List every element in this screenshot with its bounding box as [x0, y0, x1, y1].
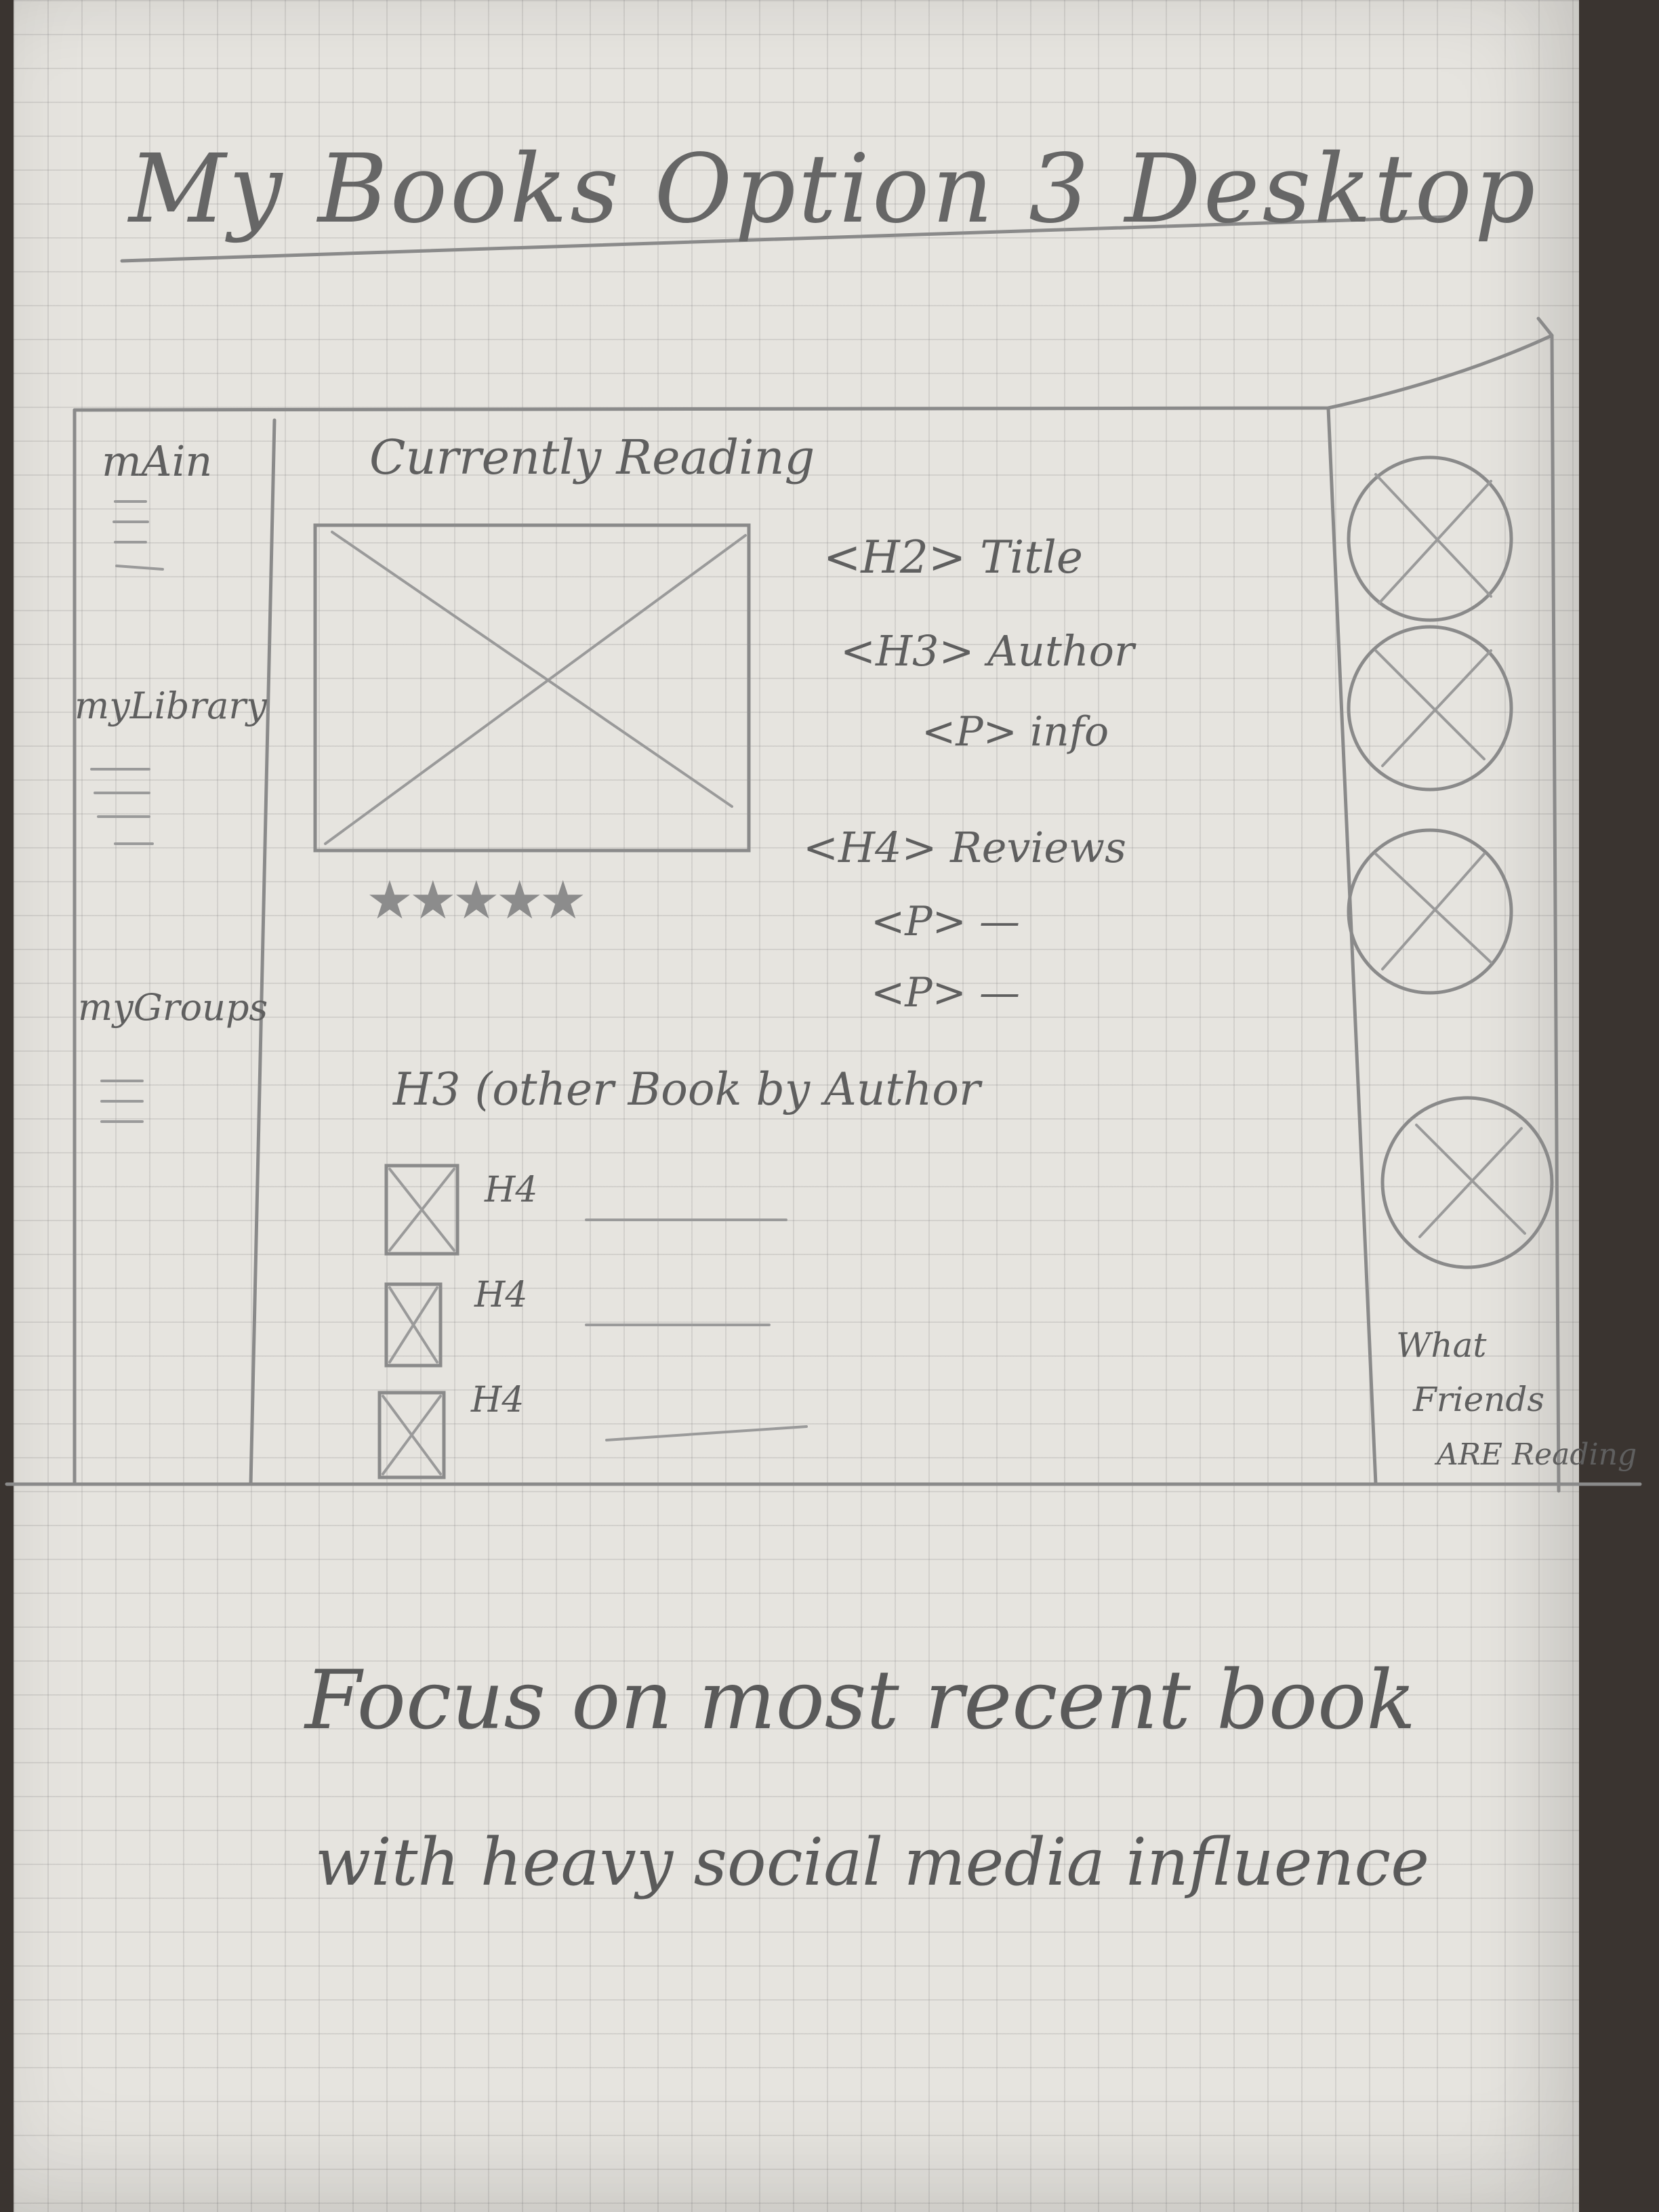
- star-rating[interactable]: ★★★★★: [366, 870, 587, 931]
- notebook-page: [14, 0, 1579, 2212]
- other-books-heading: H3 (other Book by Author: [393, 1063, 981, 1115]
- book-cover-placeholder: [313, 523, 751, 853]
- review-line: <P> —: [871, 898, 1020, 945]
- sidebar-menu-glyphs: [90, 500, 164, 1123]
- review-line: <P> —: [871, 969, 1020, 1017]
- friends-reading-label: ARE Reading: [1437, 1437, 1637, 1472]
- currently-reading-heading: Currently Reading: [369, 430, 815, 485]
- sidebar-item-main[interactable]: mAin: [102, 436, 213, 486]
- friend-avatar-placeholders: [1347, 455, 1554, 1269]
- other-book-label: H4: [471, 1380, 525, 1420]
- friends-reading-label: What: [1396, 1326, 1487, 1365]
- other-book-label: H4: [485, 1170, 538, 1210]
- reviews-tag: <H4> Reviews: [803, 823, 1126, 872]
- other-book-thumbnails: [377, 1164, 459, 1479]
- other-book-label: H4: [474, 1275, 528, 1315]
- sidebar-item-mylibrary[interactable]: myLibrary: [75, 684, 267, 727]
- sidebar-item-mygroups[interactable]: myGroups: [78, 986, 268, 1029]
- book-title-tag: <H2> Title: [823, 531, 1083, 583]
- friends-reading-label: Friends: [1413, 1380, 1545, 1419]
- book-author-tag: <H3> Author: [840, 626, 1134, 676]
- book-info-tag: <P> info: [922, 708, 1109, 756]
- footer-note-line-1: Focus on most recent book: [305, 1654, 1416, 1748]
- page-title: My Books Option 3 Desktop: [129, 134, 1538, 245]
- footer-note-line-2: with heavy social media influence: [315, 1824, 1429, 1900]
